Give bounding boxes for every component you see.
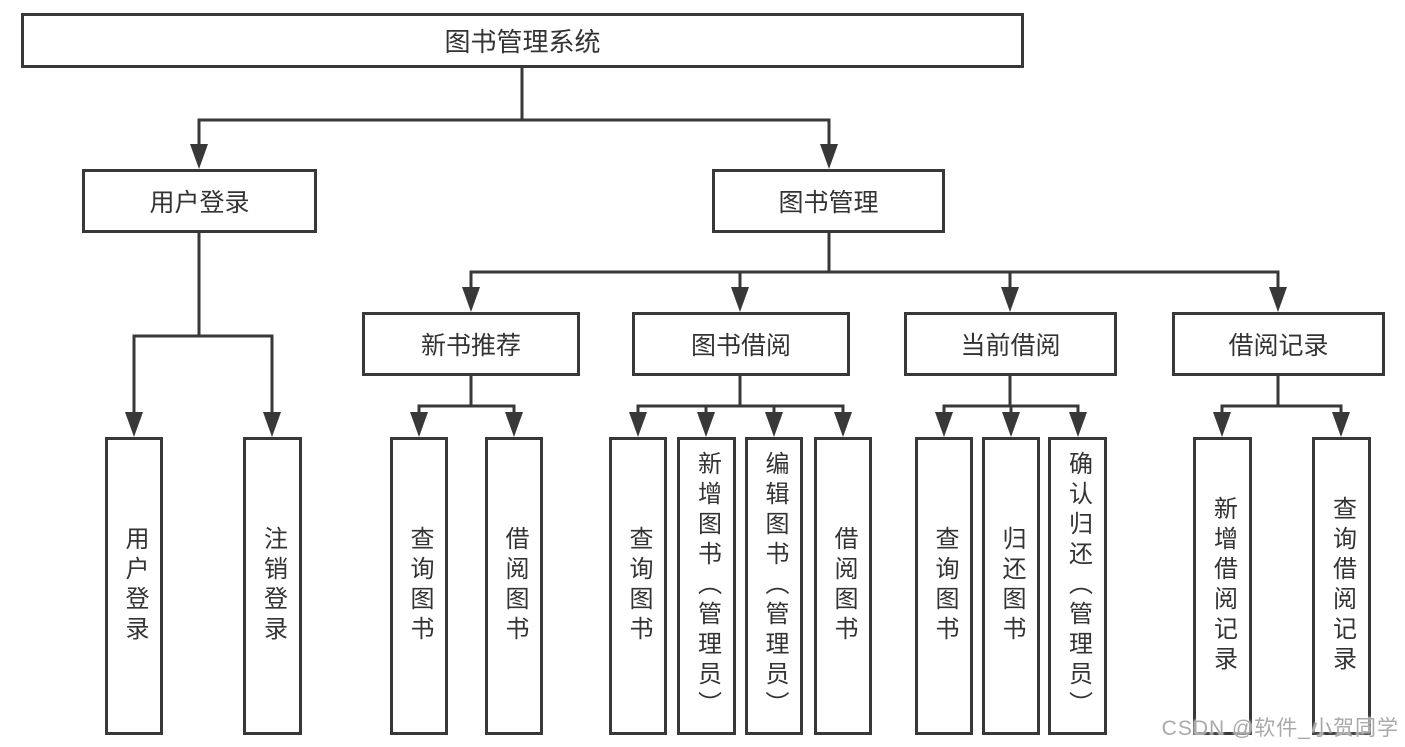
leaf-records-add-record: 新增借阅记录	[1193, 437, 1252, 735]
leaf-borrowing-add-books-admin: 新增图书（管理员）	[677, 437, 736, 735]
node-label: 借阅记录	[1228, 332, 1329, 360]
node-label: 图书管理	[778, 189, 879, 217]
connector-root-to-level2	[197, 64, 831, 148]
leaf-borrowing-query-books: 查询图书	[609, 437, 667, 735]
connector-book-borrowing-to-leaves	[636, 372, 845, 416]
connector-borrowing-records-to-leaves	[1220, 372, 1343, 416]
node-label: 借阅图书	[830, 526, 857, 646]
node-book-borrowing: 图书借阅	[632, 312, 850, 376]
node-book-management: 图书管理	[712, 169, 945, 233]
node-label: 新增借阅记录	[1209, 496, 1237, 676]
csdn-watermark: CSDN @软件_小贺同学	[1161, 717, 1399, 740]
node-label: 图书借阅	[690, 332, 791, 360]
node-label: 新书推荐	[420, 332, 521, 360]
node-label: 用户登录	[149, 189, 250, 217]
node-borrowing-records: 借阅记录	[1172, 312, 1385, 376]
node-label: 注销登录	[259, 526, 287, 646]
node-label: 借阅图书	[501, 526, 528, 646]
node-library-management-system: 图书管理系统	[21, 13, 1024, 68]
node-label: 查询图书	[931, 526, 958, 646]
connector-new-book-recommendation-to-leaves	[417, 372, 516, 416]
leaf-logout: 注销登录	[243, 437, 302, 735]
node-label: 用户登录	[121, 526, 148, 646]
leaf-current-query-books: 查询图书	[915, 437, 973, 735]
node-label: 查询图书	[625, 526, 652, 646]
leaf-records-query-record: 查询借阅记录	[1312, 437, 1371, 735]
node-label: 查询借阅记录	[1328, 496, 1356, 676]
node-user-login: 用户登录	[82, 169, 317, 233]
leaf-current-confirm-return-admin: 确认归还（管理员）	[1048, 437, 1107, 735]
leaf-recommend-query-books: 查询图书	[390, 437, 448, 735]
leaf-borrowing-edit-books-admin: 编辑图书（管理员）	[745, 437, 803, 735]
node-label: 查询图书	[406, 526, 433, 646]
leaf-recommend-borrow-books: 借阅图书	[485, 437, 543, 735]
node-label: 归还图书	[998, 526, 1025, 646]
leaf-user-login: 用户登录	[105, 437, 163, 735]
connector-current-borrowing-to-leaves	[942, 372, 1080, 416]
node-label: 图书管理系统	[444, 27, 601, 57]
connector-book-management-to-level3	[469, 229, 1280, 292]
node-label: 确认归还（管理员）	[1064, 451, 1092, 721]
node-new-book-recommendation: 新书推荐	[362, 312, 580, 376]
node-label: 当前借阅	[960, 332, 1061, 360]
leaf-borrowing-borrow-books: 借阅图书	[814, 437, 872, 735]
connector-user-login-to-leaves	[132, 229, 274, 416]
node-label: 新增图书（管理员）	[693, 451, 721, 721]
node-label: 编辑图书（管理员）	[761, 451, 788, 721]
node-current-borrowing: 当前借阅	[904, 312, 1117, 376]
leaf-current-return-books: 归还图书	[982, 437, 1040, 735]
